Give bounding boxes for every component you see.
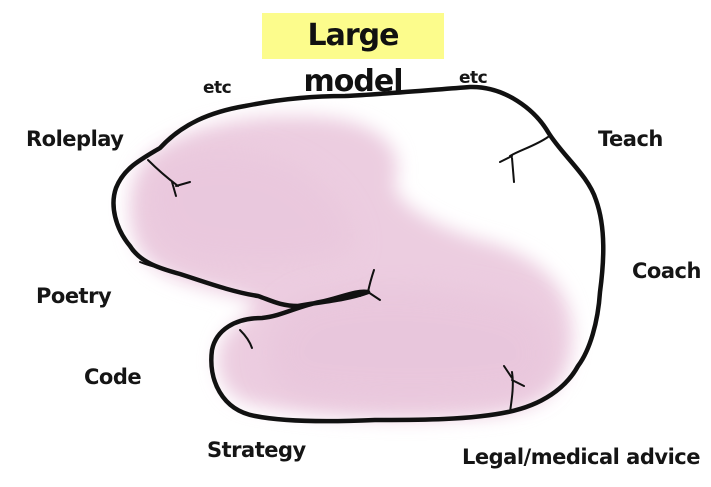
label-etc-right: etc xyxy=(459,68,488,88)
model-outline xyxy=(111,84,606,424)
label-strategy: Strategy xyxy=(207,438,306,462)
crack-marks xyxy=(139,136,549,413)
label-etc-left: etc xyxy=(203,78,232,98)
label-code: Code xyxy=(84,365,142,389)
label-roleplay: Roleplay xyxy=(26,127,124,151)
capability-fill xyxy=(130,116,573,419)
label-legal-medical-advice: Legal/medical advice xyxy=(462,445,700,469)
diagram-title: Large model xyxy=(262,13,444,99)
label-poetry: Poetry xyxy=(36,284,112,308)
label-coach: Coach xyxy=(632,259,701,283)
label-teach: Teach xyxy=(598,127,663,151)
